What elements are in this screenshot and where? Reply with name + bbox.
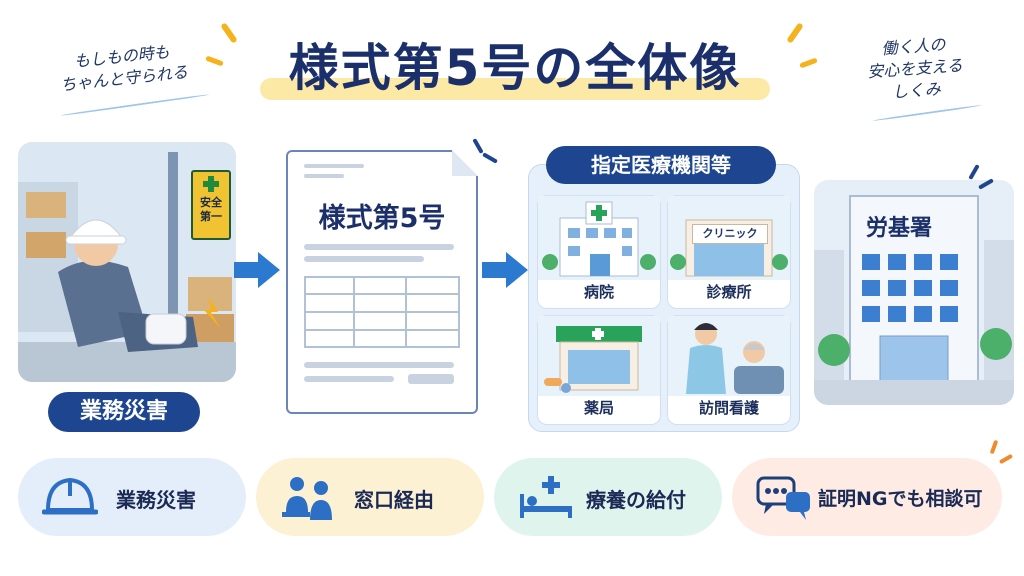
office-name: 労基署 — [866, 216, 933, 241]
spark-icon — [786, 22, 804, 44]
medical-card-label: 病院 — [583, 283, 614, 301]
spark-icon — [998, 453, 1014, 465]
right-note: 働く人の 安心を支える しくみ — [848, 32, 982, 107]
clinic-sign: クリニック — [692, 224, 768, 244]
page-title: 様式第5号の全体像 — [288, 39, 742, 97]
hospital-icon — [538, 196, 660, 280]
form-document: 様式第5号 — [286, 150, 478, 414]
office-building-icon — [814, 180, 1014, 405]
feature-card-counter: 窓口経由 — [256, 458, 484, 536]
emphasis-icon — [968, 164, 980, 180]
form-table — [304, 276, 460, 348]
left-note-underline — [60, 93, 210, 117]
accident-label: 業務災害 — [48, 392, 200, 432]
medical-card-hospital: 病院 — [537, 195, 661, 309]
feature-card-accident: 業務災害 — [18, 458, 246, 536]
feature-card-label: 業務災害 — [116, 488, 196, 512]
flow-arrow-icon — [234, 252, 280, 288]
medical-card-clinic: クリニック 診療所 — [667, 195, 791, 309]
safety-sign: 安全 第一 — [191, 170, 231, 240]
right-note-underline — [872, 104, 982, 122]
flow-arrow-icon — [482, 252, 528, 288]
injured-worker-illustration — [18, 142, 236, 382]
chat-icon — [756, 476, 810, 520]
feature-card-label: 窓口経由 — [354, 488, 434, 512]
bed-icon — [520, 476, 572, 518]
medical-card-label: 訪問看護 — [698, 399, 759, 417]
medical-institutions-panel: 病院 クリニック 診療所 薬局 — [528, 164, 800, 432]
document-title: 様式第5号 — [318, 203, 446, 234]
spark-icon — [220, 22, 238, 44]
accident-scene: 安全 第一 — [18, 142, 236, 382]
feature-card-consult: 証明NGでも相談可 — [732, 458, 1002, 536]
spark-icon — [799, 57, 818, 69]
medical-header: 指定医療機関等 — [546, 146, 776, 184]
feature-card-label: 療養の給付 — [586, 488, 686, 512]
medical-card-pharmacy: 薬局 — [537, 315, 661, 425]
pharmacy-icon — [538, 316, 660, 396]
safety-sign-text: 第一 — [200, 210, 222, 223]
safety-sign-text: 安全 — [200, 196, 222, 209]
feature-card-treatment: 療養の給付 — [494, 458, 722, 536]
home-nursing-icon — [668, 316, 790, 396]
hardhat-icon — [42, 477, 98, 515]
green-cross-icon — [203, 176, 219, 192]
medical-card-label: 薬局 — [583, 399, 614, 417]
feature-card-label: 証明NGでも相談可 — [818, 488, 983, 510]
people-icon — [282, 477, 332, 520]
spark-icon — [989, 439, 999, 455]
labour-office-scene: 労基署 — [814, 180, 1014, 405]
left-note: もしもの時も ちゃんと守られる — [36, 37, 210, 99]
page-title-block: 様式第5号の全体像 — [250, 22, 780, 112]
emphasis-icon — [482, 152, 498, 164]
medical-card-home-nursing: 訪問看護 — [667, 315, 791, 425]
title-highlight — [260, 78, 770, 100]
page-fold — [452, 150, 478, 176]
medical-card-label: 診療所 — [706, 283, 752, 301]
